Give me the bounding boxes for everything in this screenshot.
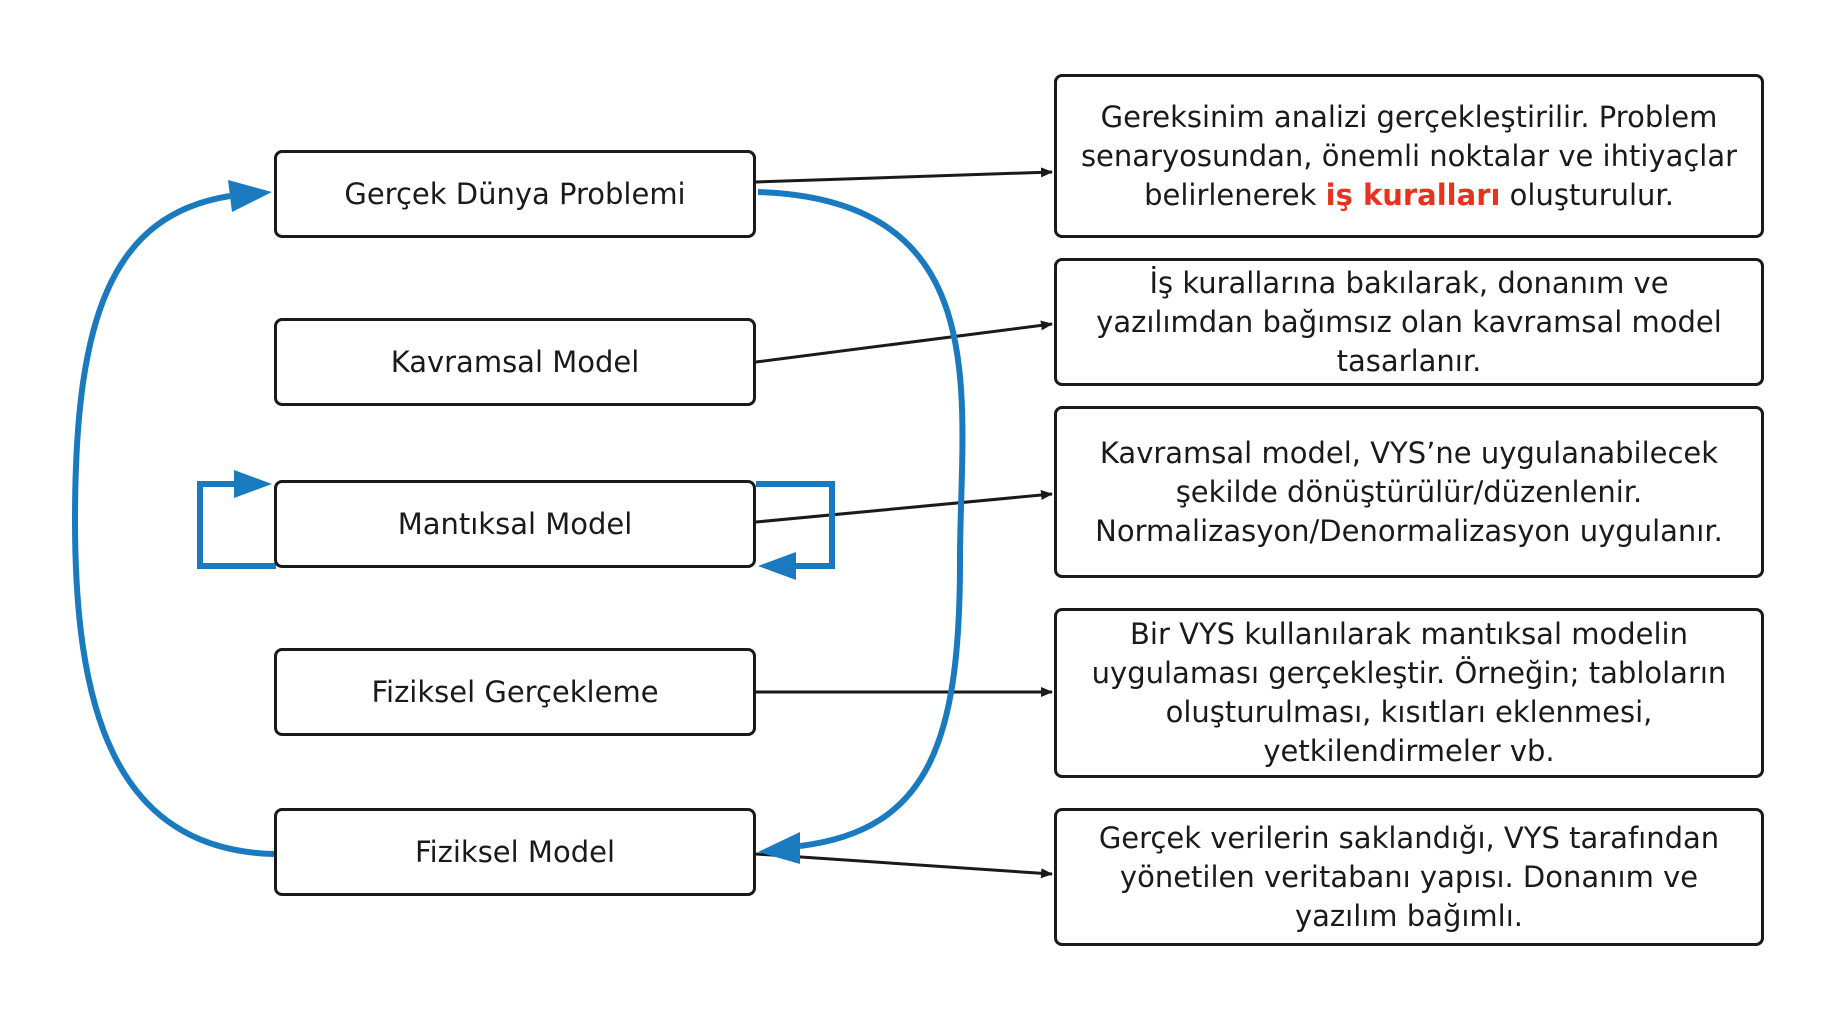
stage-box-physical-model: Fiziksel Model: [274, 808, 756, 896]
cycle-arrow-up-head: [228, 180, 272, 212]
self-loop-right-head: [758, 552, 796, 580]
stage-box-logical-model: Mantıksal Model: [274, 480, 756, 568]
connector-arrow-2: [755, 320, 1053, 364]
self-loop-left: [197, 481, 276, 569]
description-text: İş kurallarına bakılarak, donanım ve yaz…: [1096, 265, 1722, 378]
description-box-1: Gereksinim analizi gerçekleştirilir. Pro…: [1054, 74, 1764, 238]
description-box-3: Kavramsal model, VYS’ne uygulanabilecek …: [1054, 406, 1764, 578]
description-text: Kavramsal model, VYS’ne uygulanabilecek …: [1095, 435, 1723, 548]
description-box-5: Gerçek verilerin saklandığı, VYS tarafın…: [1054, 808, 1764, 946]
cycle-arrow-up: [71, 193, 275, 857]
stage-label: Mantıksal Model: [397, 507, 633, 541]
stage-label: Fiziksel Gerçekleme: [371, 675, 659, 709]
stage-box-physical-implementation: Fiziksel Gerçekleme: [274, 648, 756, 736]
connector-arrow-3: [755, 490, 1053, 524]
cycle-arrow-down-head: [758, 832, 800, 864]
self-loop-left-head: [234, 470, 272, 498]
description-text: Gereksinim analizi gerçekleştirilir. Pro…: [1080, 99, 1738, 212]
stage-box-real-world-problem: Gerçek Dünya Problemi: [274, 150, 756, 238]
stage-label: Gerçek Dünya Problemi: [344, 177, 686, 211]
self-loop-right: [756, 481, 835, 569]
description-text: Bir VYS kullanılarak mantıksal modelin u…: [1091, 617, 1727, 768]
description-box-2: İş kurallarına bakılarak, donanım ve yaz…: [1054, 258, 1764, 386]
description-text: Gerçek verilerin saklandığı, VYS tarafın…: [1098, 820, 1720, 933]
stage-label: Kavramsal Model: [390, 345, 640, 379]
description-box-4: Bir VYS kullanılarak mantıksal modelin u…: [1054, 608, 1764, 778]
cycle-arrow-down: [757, 189, 966, 849]
connector-arrow-5: [755, 852, 1053, 879]
stage-label: Fiziksel Model: [415, 835, 615, 869]
stage-box-conceptual-model: Kavramsal Model: [274, 318, 756, 406]
business-rules-highlight: iş kuralları: [1325, 177, 1501, 212]
connector-arrow-1: [755, 167, 1053, 184]
